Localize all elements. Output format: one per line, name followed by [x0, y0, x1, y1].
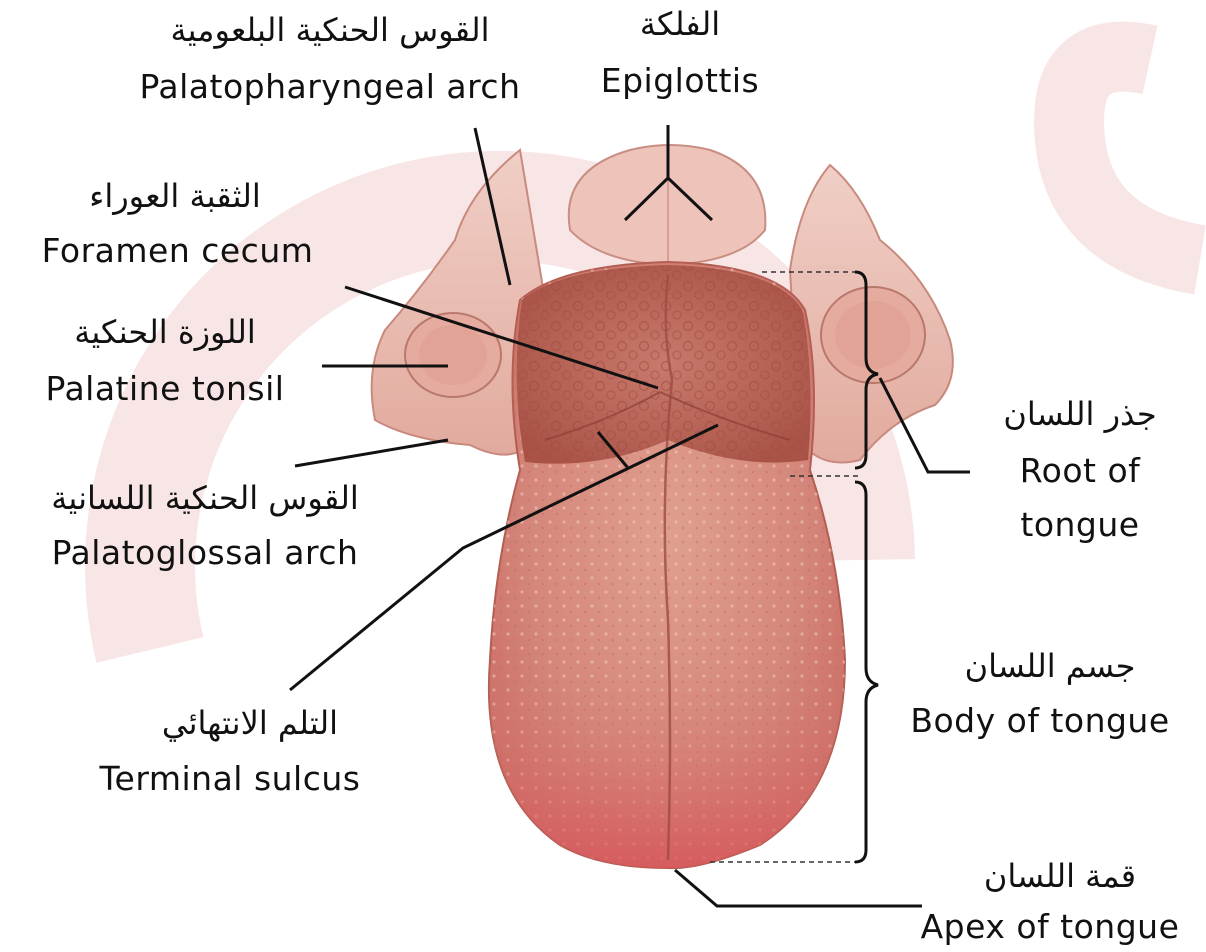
- palatine-tonsil-english: Palatine tonsil: [15, 370, 315, 408]
- body-of-tongue-arabic: جسم اللسان: [920, 648, 1180, 685]
- root-of-tongue-english-line2: tongue: [985, 506, 1175, 544]
- apex-of-tongue-english: Apex of tongue: [900, 908, 1200, 946]
- palatoglossal-arabic: القوس الحنكية اللسانية: [5, 480, 405, 517]
- palatopharyngeal-english: Palatopharyngeal arch: [100, 68, 560, 106]
- apex-leader: [675, 870, 922, 906]
- body-of-tongue-english: Body of tongue: [890, 702, 1190, 740]
- foramen-cecum-english: Foramen cecum: [20, 232, 335, 270]
- root-of-tongue-english-line1: Root of: [985, 452, 1175, 490]
- terminal-sulcus-english: Terminal sulcus: [70, 760, 390, 798]
- palatopharyngeal-arabic: القوس الحنكية البلعومية: [110, 12, 550, 49]
- palatoglossal-english: Palatoglossal arch: [10, 534, 400, 572]
- palatoglossal-leader: [295, 440, 448, 466]
- apex-of-tongue-arabic: قمة اللسان: [940, 858, 1180, 895]
- epiglottis-arabic: الفلكة: [580, 6, 780, 43]
- terminal-sulcus-arabic: التلم الانتهائي: [100, 705, 400, 742]
- palatine-tonsil-arabic: اللوزة الحنكية: [20, 314, 310, 351]
- root-of-tongue-arabic: جذر اللسان: [975, 396, 1185, 433]
- foramen-cecum-arabic: الثقبة العوراء: [30, 178, 320, 215]
- epiglottis-english: Epiglottis: [570, 62, 790, 100]
